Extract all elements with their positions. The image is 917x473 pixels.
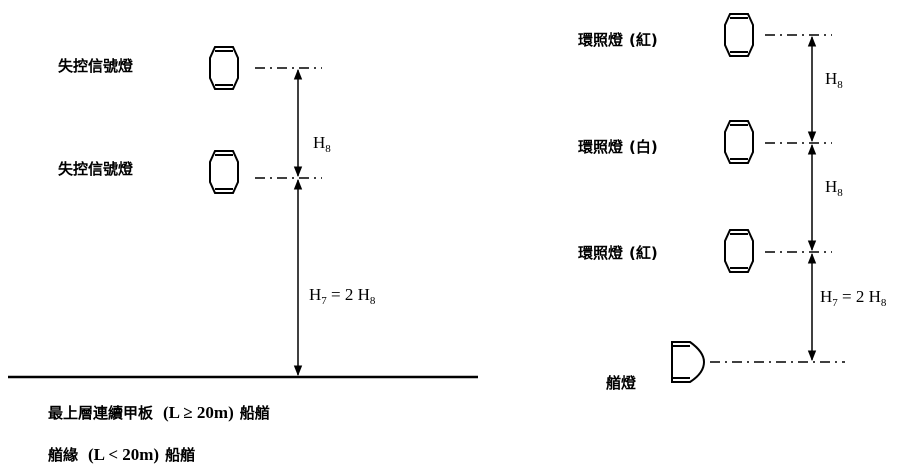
- lamp-icon-left-top: [209, 46, 239, 90]
- caption-deck: 最上層連續甲板(L ≥ 20m)船艏: [48, 403, 270, 422]
- right-lamp4-label: 艏燈: [606, 374, 637, 392]
- left-dim-upper-label: H8: [313, 133, 331, 155]
- right-lamp1-label: 環照燈(紅): [578, 31, 658, 49]
- right-lamp2-label: 環照燈(白): [578, 138, 658, 156]
- left-dim-lower-label: H7 = 2 H8: [309, 285, 376, 307]
- right-lamp3-label: 環照燈(紅): [578, 244, 658, 262]
- right-dim1-label: H8: [825, 69, 843, 91]
- lamp-icon-right-3: [724, 229, 754, 273]
- lamp-icon-left-bottom: [209, 150, 239, 194]
- lamp-icon-right-1: [724, 13, 754, 57]
- left-lamp-bottom-label: 失控信號燈: [58, 160, 134, 178]
- caption-bow: 艏緣(L < 20m)船艏: [48, 445, 195, 464]
- lamp-icon-right-2: [724, 120, 754, 164]
- bow-light-icon: [671, 341, 706, 383]
- right-dim2-label: H8: [825, 177, 843, 199]
- left-lamp-top-label: 失控信號燈: [58, 57, 134, 75]
- right-dim3-label: H7 = 2 H8: [820, 287, 887, 309]
